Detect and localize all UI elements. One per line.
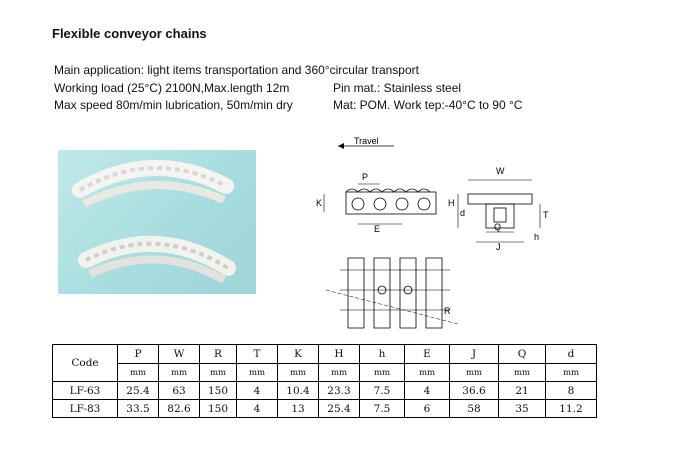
column-header: K [277,343,319,365]
dim-j-label: J [496,242,501,250]
column-header: Q [498,343,546,365]
value-cell: 11.2 [545,399,597,418]
dim-t-label: T [543,210,549,220]
column-header: d [545,343,597,365]
unit-cell: mm [498,363,546,382]
column-header: E [404,343,450,365]
column-header: H [318,343,360,365]
table-header-row: Code P W R T K H h E J Q d [52,343,597,382]
table-row: LF-83 33.5 82.6 150 4 13 25.4 7.5 6 58 3… [52,399,597,418]
column-header: W [158,343,200,365]
value-cell: 7.5 [359,399,405,418]
product-photo [58,150,256,294]
value-cell: 25.4 [318,399,360,418]
table-units-row: mm mm mm mm mm mm mm mm mm mm mm [53,363,597,382]
value-cell: 23.3 [318,381,360,400]
dim-d-label: d [460,208,465,218]
value-cell: 150 [199,399,237,418]
spec-pin-material: Pin mat.: Stainless steel [333,81,462,95]
spec-max-speed: Max speed 80m/min lubrication, 50m/min d… [54,98,293,112]
unit-cell: mm [449,363,499,382]
top-view-diagram: R [318,250,468,341]
unit-cell: mm [359,363,405,382]
value-cell: 6 [404,399,450,418]
value-cell: 58 [449,399,499,418]
unit-cell: mm [199,363,237,382]
value-cell: 21 [498,381,546,400]
value-cell: 25.4 [117,381,159,400]
value-cell: 7.5 [359,381,405,400]
dim-p-label: P [362,172,368,182]
unit-cell: mm [277,363,319,382]
value-cell: 10.4 [277,381,319,400]
travel-label: Travel [354,136,379,146]
code-header: Code [52,344,118,382]
value-cell: 4 [404,381,450,400]
column-header: J [449,343,499,365]
value-cell: 33.5 [117,399,159,418]
value-cell: 82.6 [158,399,200,418]
unit-cell: mm [236,363,278,382]
column-header: P [117,343,159,365]
spec-working-load: Working load (25°C) 2100N,Max.length 12m [54,81,290,95]
value-cell: 63 [158,381,200,400]
code-cell: LF-83 [52,399,118,418]
value-cell: 35 [498,399,546,418]
dim-h-small-label: h [534,232,539,242]
table-row: LF-63 25.4 63 150 4 10.4 23.3 7.5 4 36.6… [52,381,597,400]
unit-cell: mm [158,363,200,382]
unit-cell: mm [404,363,450,382]
column-header: T [236,343,278,365]
spec-main-application: Main application: light items transporta… [54,63,419,77]
value-cell: 13 [277,399,319,418]
value-cell: 4 [236,381,278,400]
value-cell: 150 [199,381,237,400]
dim-e-label: E [374,224,380,234]
dim-r-label: R [444,306,451,316]
cross-section-diagram: W H d T Q J h [448,160,558,255]
column-header: R [199,343,237,365]
spec-table: Code P W R T K H h E J Q d mm mm mm mm m… [52,343,597,418]
code-cell: LF-63 [52,381,118,400]
value-cell: 8 [545,381,597,400]
unit-cell: mm [318,363,360,382]
dim-h-label: H [448,198,455,208]
side-view-diagram: Travel P K E [314,136,444,251]
column-header: h [359,343,405,365]
page-title: Flexible conveyor chains [52,26,207,41]
value-cell: 4 [236,399,278,418]
spec-material-temp: Mat: POM. Work tep:-40°C to 90 °C [333,98,523,112]
value-cell: 36.6 [449,381,499,400]
unit-cell: mm [117,363,159,382]
dim-w-label: W [496,166,505,176]
dim-k-label: K [316,198,322,208]
unit-cell: mm [545,363,597,382]
dim-q-label: Q [494,222,501,232]
